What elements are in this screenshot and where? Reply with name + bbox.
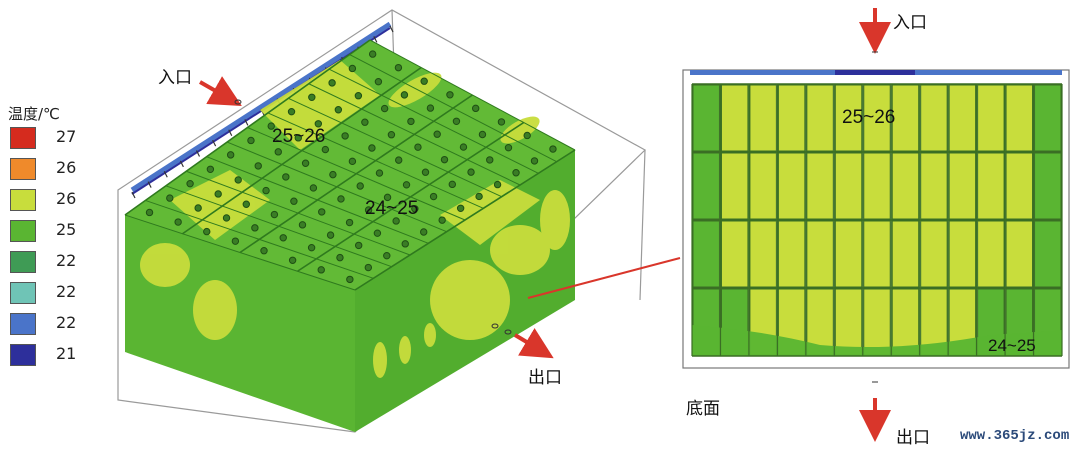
- legend-swatch: [10, 282, 36, 304]
- legend-label: 22: [56, 313, 77, 332]
- temperature-legend: [10, 127, 36, 375]
- iso-outlet-arrow: [513, 328, 554, 359]
- legend-label: 22: [56, 282, 77, 301]
- legend-swatch: [10, 220, 36, 242]
- iso-zone-label-top: 25~26: [272, 126, 325, 147]
- legend-swatch: [10, 344, 36, 366]
- bottom-zone-label-bottom: 24~25: [988, 336, 1036, 355]
- iso-inlet-arrow: [199, 76, 242, 106]
- legend-label: 21: [56, 344, 77, 363]
- bottom-cell-grid: [691, 83, 1063, 357]
- iso-inlet-label: 入口: [158, 68, 192, 88]
- bottom-zone-label-top: 25~26: [842, 107, 895, 128]
- legend-swatch: [10, 313, 36, 335]
- iso-cell-grid: [124, 39, 576, 291]
- legend-swatch: [10, 158, 36, 180]
- view-connector-line: [527, 257, 681, 299]
- legend-label: 26: [56, 189, 77, 208]
- iso-zone-label-mid: 24~25: [365, 198, 418, 219]
- iso-outlet-label: 出口: [528, 368, 562, 388]
- site-watermark: www.365jz.com: [960, 428, 1070, 444]
- legend-swatch: [10, 189, 36, 211]
- legend-swatch: [10, 127, 36, 149]
- legend-label: 27: [56, 127, 77, 146]
- iso-cell-terminals: [145, 50, 557, 284]
- legend-label: 25: [56, 220, 77, 239]
- bottom-inlet-label: 入口: [893, 13, 927, 33]
- legend-label: 26: [56, 158, 77, 177]
- legend-title: 温度/℃: [8, 105, 60, 123]
- bottom-view-caption: 底面: [686, 399, 720, 419]
- bottom-outlet-label: 出口: [896, 428, 930, 448]
- iso-side-warm-regions: [140, 190, 570, 378]
- legend-swatch: [10, 251, 36, 273]
- legend-label: 22: [56, 251, 77, 270]
